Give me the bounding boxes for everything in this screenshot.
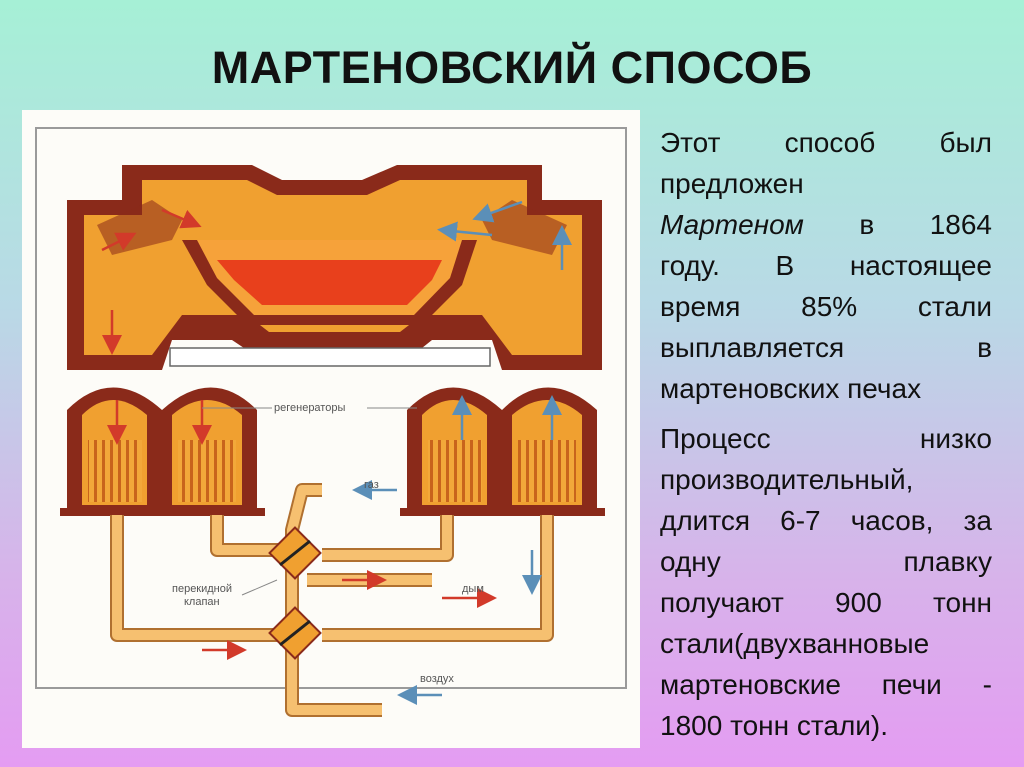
right-regenerators — [407, 387, 597, 510]
p2-line-5: получают 900 тонн — [660, 587, 992, 618]
open-hearth-furnace-diagram: регенераторы газ перекидной клапан дым в… — [22, 110, 640, 748]
reversing-valves — [268, 526, 322, 660]
label-gas: газ — [364, 479, 379, 491]
furnace-svg: регенераторы газ перекидной клапан дым в… — [35, 127, 627, 717]
description-paragraph-2: Процесс низко производительный, длится 6… — [660, 418, 992, 746]
label-smoke: дым — [462, 583, 484, 595]
label-valve-2: клапан — [184, 596, 220, 608]
p1-line-3: Мартеном в 1864 — [660, 204, 992, 245]
flow-arrows — [101, 200, 572, 705]
label-valve-1: перекидной — [172, 583, 232, 595]
page-title: МАРТЕНОВСКИЙ СПОСОБ — [211, 42, 813, 93]
description-paragraph-1: Этот способ был предложен Мартеном в 186… — [660, 122, 992, 409]
inventor-name: Мартеном — [660, 209, 804, 240]
p1-line-4: году. В настоящее — [660, 250, 992, 281]
gas-air-pipes — [110, 483, 554, 717]
p1-line-2: предложен — [660, 168, 804, 199]
p1-line-5: время 85% стали — [660, 291, 992, 322]
p2-line-6: стали(двухванновые — [660, 628, 930, 659]
label-regenerators: регенераторы — [274, 402, 345, 414]
p1-line-1: Этот способ был — [660, 127, 992, 158]
p2-line-3: длится 6-7 часов, за — [660, 505, 992, 536]
furnace-body — [67, 165, 602, 370]
p1-line-6: выплавляется в — [660, 332, 992, 363]
p2-line-7: мартеновские печи - — [660, 669, 992, 700]
p1-line-7: мартеновских печах — [660, 373, 922, 404]
p2-line-2: производительный, — [660, 464, 914, 495]
label-air: воздух — [420, 673, 454, 685]
p2-line-4: одну плавку — [660, 546, 992, 577]
left-regenerators — [67, 387, 257, 510]
p2-line-1: Процесс низко — [660, 423, 992, 454]
p2-line-8: 1800 тонн стали). — [660, 710, 889, 741]
